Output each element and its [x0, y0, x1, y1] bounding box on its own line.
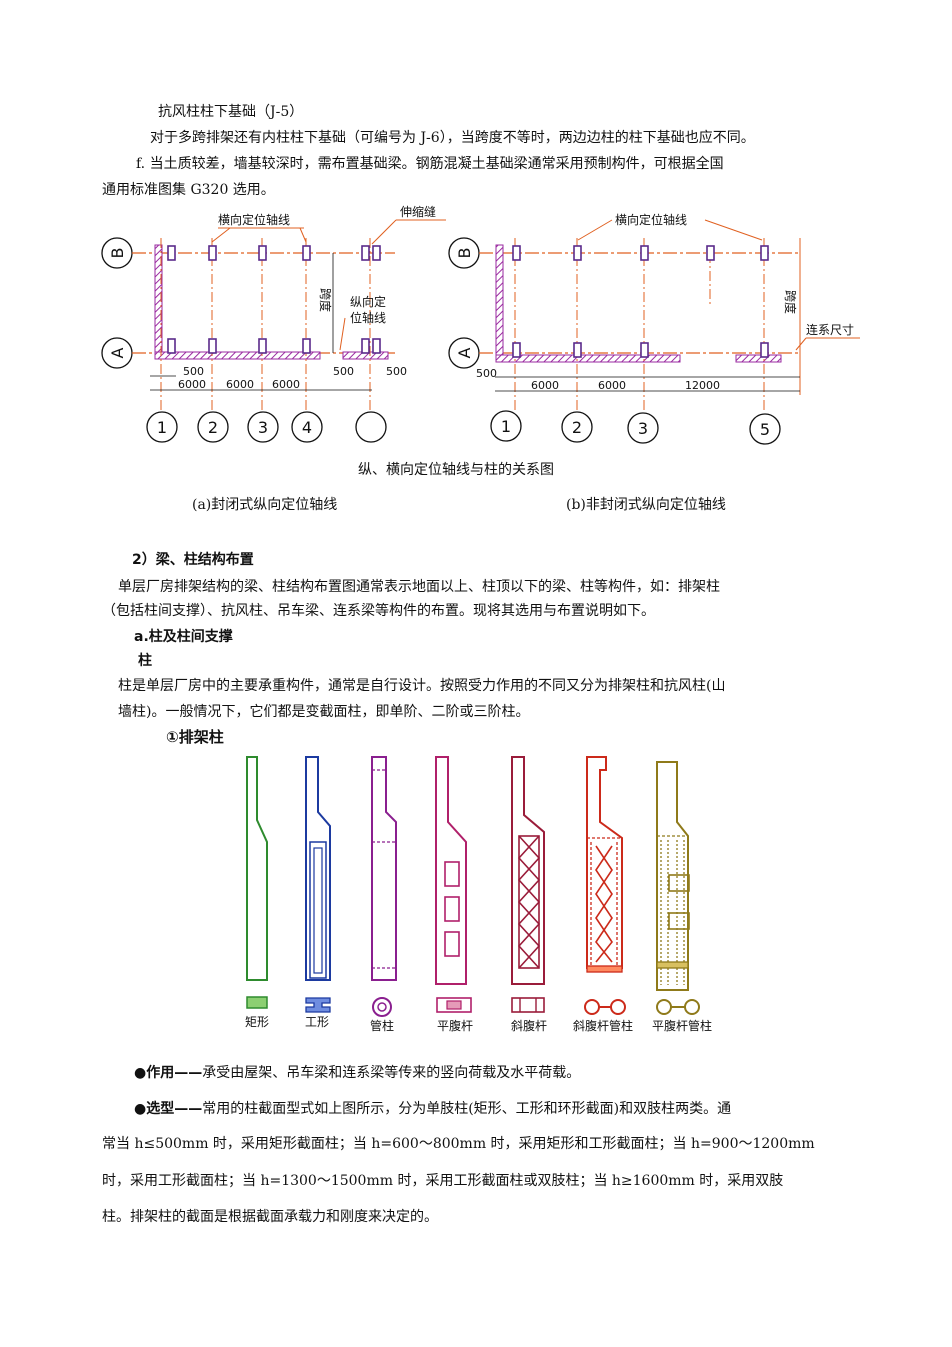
axis-b-5: 5: [760, 420, 770, 439]
row-b-label: B: [108, 248, 127, 259]
figure-subcaption-a: (a)封闭式纵向定位轴线: [192, 497, 338, 513]
paragraph-2: 对于多跨排架还有内柱柱下基础（可编号为 J-6），当跨度不等时，两边边柱的柱下基…: [150, 130, 755, 146]
row-b-label-b: B: [455, 248, 474, 259]
dim-b-4: 12000: [685, 379, 720, 392]
label-diag-web-tube: 斜腹杆管柱: [573, 1018, 633, 1033]
dim-b-2: 6000: [531, 379, 559, 392]
axis-a-1: 1: [157, 418, 167, 437]
axis-b-1: 1: [501, 417, 511, 436]
axis-diagram: B A 横向定位轴线 伸缩缝: [101, 204, 860, 445]
dim-a-1: 500: [183, 365, 204, 378]
label-long-a-1: 纵向定: [350, 294, 386, 309]
dim-b-1: 500: [476, 367, 497, 380]
subheading-a: a.柱及柱间支撑: [134, 629, 233, 645]
dim-a-3: 6000: [226, 378, 254, 391]
paragraph-1: 抗风柱柱下基础（J-5）: [158, 104, 304, 120]
paragraph-4: 通用标准图集 G320 选用。: [102, 182, 275, 198]
role-text: 承受由屋架、吊车梁和连系梁等传来的竖向荷载及水平荷载。: [202, 1065, 581, 1081]
figure-caption: 纵、横向定位轴线与柱的关系图: [358, 462, 554, 478]
column-diagonal-web-tube: [584, 756, 626, 1015]
section-heading: 2）梁、柱结构布置: [132, 552, 254, 568]
label-flat-web: 平腹杆: [437, 1019, 473, 1033]
label-rect: 矩形: [245, 1015, 269, 1029]
selection-text-1: 常用的柱截面型式如上图所示，分为单肢柱(矩形、工形和环形截面)和双肢柱两类。通: [202, 1101, 732, 1117]
selection-line-1: ●选型——常用的柱截面型式如上图所示，分为单肢柱(矩形、工形和环形截面)和双肢柱…: [134, 1099, 731, 1119]
selection-line-2: 常当 h≤500mm 时，采用矩形截面柱；当 h=600～800mm 时，采用矩…: [102, 1136, 815, 1152]
column-types-figure: 矩形 工形 管柱 平腹杆 斜腹杆 斜腹杆管柱 平腹杆管柱: [245, 756, 712, 1033]
column-diagonal-web: [511, 756, 545, 1013]
role-head: ●作用——: [134, 1065, 203, 1081]
paragraph-3: f. 当土质较差，墙基较深时，需布置基础梁。钢筋混凝土基础梁通常采用预制构件，可…: [136, 156, 724, 172]
section-paragraph-4: 墙柱)。一般情况下，它们都是变截面柱，即单阶、二阶或三阶柱。: [118, 704, 530, 720]
column-tube: [371, 756, 397, 1017]
item-bent-column: ①排架柱: [166, 728, 224, 746]
dim-a-2: 6000: [178, 378, 206, 391]
label-transverse-a: 横向定位轴线: [218, 212, 290, 227]
column-flat-web-tube: [656, 761, 700, 1015]
section-paragraph-1: 单层厂房排架结构的梁、柱结构布置图通常表示地面以上、柱顶以下的梁、柱等构件，如：…: [118, 579, 720, 595]
diagram-a: B A 横向定位轴线 伸缩缝: [101, 204, 446, 443]
figure-subcaption-b: (b)非封闭式纵向定位轴线: [566, 497, 726, 513]
column-rectangular: [246, 756, 268, 1009]
label-diag-web: 斜腹杆: [511, 1019, 547, 1033]
selection-line-4: 柱。排架柱的截面是根据截面承载力和刚度来决定的。: [102, 1209, 438, 1225]
label-span-a: 跨度: [318, 288, 333, 312]
axis-a-2: 2: [208, 418, 218, 437]
dim-a-6: 500: [386, 365, 407, 378]
dim-b-3: 6000: [598, 379, 626, 392]
column-flat-web: [435, 756, 472, 1013]
axis-a-blank: [355, 411, 387, 443]
label-long-a-2: 位轴线: [350, 310, 386, 325]
selection-head: ●选型——: [134, 1101, 203, 1117]
section-paragraph-3: 柱是单层厂房中的主要承重构件，通常是自行设计。按照受力作用的不同又分为排架柱和抗…: [118, 678, 726, 694]
label-i: 工形: [305, 1015, 329, 1029]
selection-line-3: 时，采用工形截面柱；当 h=1300～1500mm 时，采用工形截面柱或双肢柱；…: [102, 1173, 784, 1189]
axis-b-2: 2: [572, 418, 582, 437]
role-line: ●作用——承受由屋架、吊车梁和连系梁等传来的竖向荷载及水平荷载。: [134, 1063, 580, 1083]
row-a-label: A: [108, 347, 127, 358]
axis-b-3: 3: [638, 419, 648, 438]
dim-a-5: 500: [333, 365, 354, 378]
label-transverse-b: 横向定位轴线: [615, 212, 687, 227]
label-link-b: 连系尺寸: [806, 322, 854, 337]
label-joint-a: 伸缩缝: [400, 204, 436, 219]
row-a-label-b: A: [455, 347, 474, 358]
label-flat-web-tube: 平腹杆管柱: [652, 1018, 712, 1033]
section-paragraph-2: （包括柱间支撑）、抗风柱、吊车梁、连系梁等构件的布置。现将其选用与布置说明如下。: [102, 603, 655, 619]
diagram-b: B A 横向定位轴线 跨度 连系尺寸 500 6000 6000: [448, 212, 860, 445]
dim-a-4: 6000: [272, 378, 300, 391]
axis-a-4: 4: [302, 418, 312, 437]
label-tube: 管柱: [370, 1018, 394, 1033]
column-i-section: [305, 756, 331, 1013]
subheading-column: 柱: [138, 653, 152, 669]
axis-a-3: 3: [258, 418, 268, 437]
label-span-b: 跨度: [783, 290, 798, 314]
